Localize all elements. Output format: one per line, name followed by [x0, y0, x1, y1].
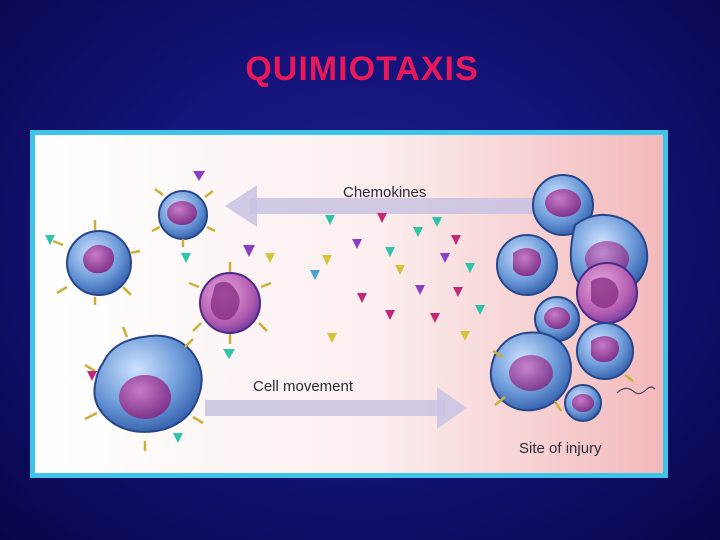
- chemokines-arrow: [225, 185, 540, 227]
- migrating-leukocyte-1: [151, 171, 216, 263]
- chemotaxis-diagram: Chemokines Cell movement Site of injury: [30, 130, 668, 478]
- injury-site-cell-cluster: [489, 174, 649, 422]
- artist-signature: [616, 386, 656, 395]
- cell-movement-label: Cell movement: [253, 378, 354, 395]
- migrating-leukocyte-3: [188, 245, 275, 359]
- chemokine-molecules: [310, 213, 485, 343]
- slide-title: QUIMIOTAXIS: [245, 50, 479, 88]
- cell-movement-arrow: [205, 387, 467, 429]
- site-of-injury-label: Site of injury: [519, 440, 602, 457]
- chemokines-label: Chemokines: [343, 184, 426, 201]
- diagram-canvas: Chemokines Cell movement Site of injury: [35, 135, 663, 473]
- migrating-macrophage: [84, 326, 204, 451]
- migrating-leukocyte-2: [45, 220, 141, 305]
